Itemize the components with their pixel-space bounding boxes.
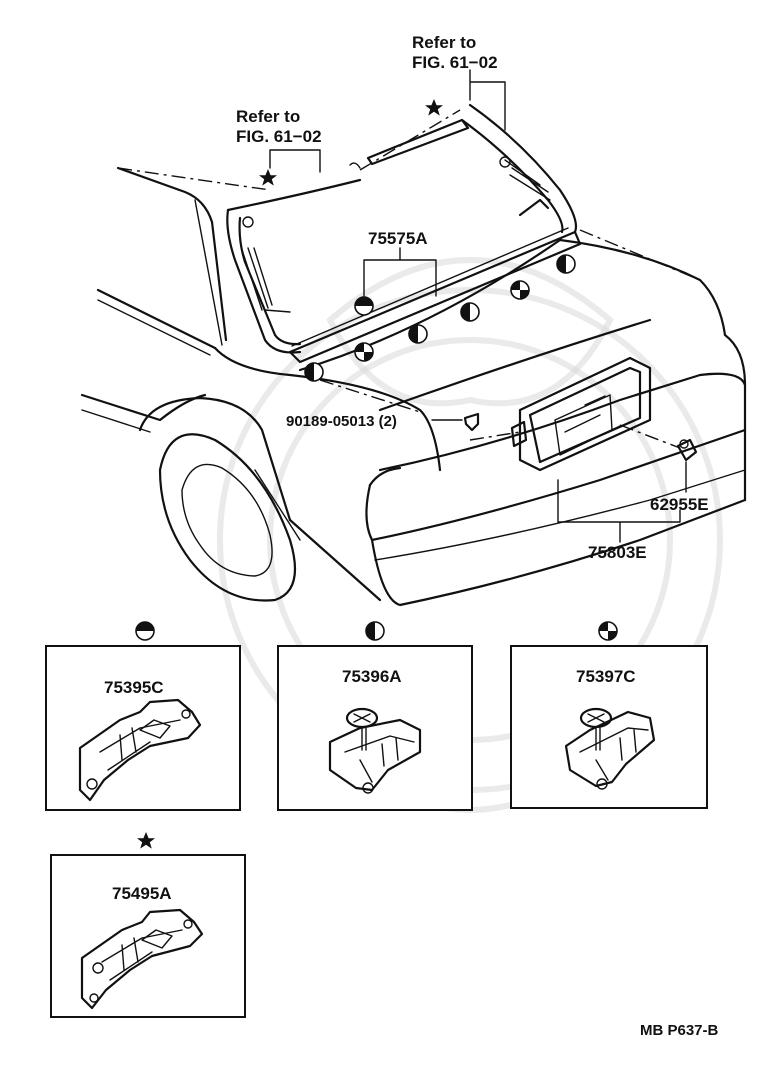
- refer-left-line2: FIG. 61−02: [236, 127, 322, 146]
- figure-code: MB P637-B: [640, 1022, 719, 1039]
- half-left-circle-icon: [304, 362, 324, 382]
- bulb-icon: [676, 438, 698, 462]
- star-icon: [425, 99, 443, 116]
- license-lamp-assembly: [469, 356, 681, 472]
- star-icon: [137, 832, 155, 849]
- part-label-90189: 90189-05013 (2): [286, 413, 397, 430]
- half-left-circle-icon: [365, 621, 385, 641]
- back-window-moldings: [226, 103, 582, 364]
- detail-label: 75396A: [342, 667, 402, 686]
- quarter-circle-icon: [598, 621, 618, 641]
- clip-fastener-drawing: [564, 707, 656, 790]
- detail-box-75495A: 75495A: [50, 832, 246, 1018]
- screw-icon: [463, 412, 480, 432]
- quarter-circle-icon: [510, 280, 530, 300]
- half-left-circle-icon: [460, 302, 480, 322]
- bracket-clip-drawing: [78, 698, 202, 802]
- refer-top-line2: FIG. 61−02: [412, 53, 498, 72]
- detail-label: 75397C: [576, 667, 636, 686]
- labels: Refer to FIG. 61−02 Refer to FIG. 61−02 …: [236, 33, 709, 562]
- detail-label: 75395C: [104, 678, 164, 697]
- bracket-clip-drawing: [80, 908, 204, 1010]
- part-label-75803E: 75803E: [588, 543, 647, 562]
- star-icon: [259, 169, 277, 186]
- detail-box-75397C: 75397C: [510, 621, 708, 809]
- detail-box-75396A: 75396A: [277, 621, 473, 811]
- half-top-circle-icon: [354, 296, 374, 316]
- half-left-circle-icon: [408, 324, 428, 344]
- half-left-circle-icon: [556, 254, 576, 274]
- callout-lines: [269, 69, 687, 543]
- part-label-62955E: 62955E: [650, 495, 709, 514]
- detail-box-75395C: 75395C: [45, 621, 241, 811]
- detail-label: 75495A: [112, 884, 172, 903]
- half-top-circle-icon: [135, 621, 155, 641]
- part-label-75575A: 75575A: [368, 229, 428, 248]
- refer-left-line1: Refer to: [236, 107, 300, 126]
- quarter-circle-icon: [354, 342, 374, 362]
- car-body: [80, 109, 747, 607]
- refer-top-line1: Refer to: [412, 33, 476, 52]
- clip-fastener-drawing: [328, 707, 422, 794]
